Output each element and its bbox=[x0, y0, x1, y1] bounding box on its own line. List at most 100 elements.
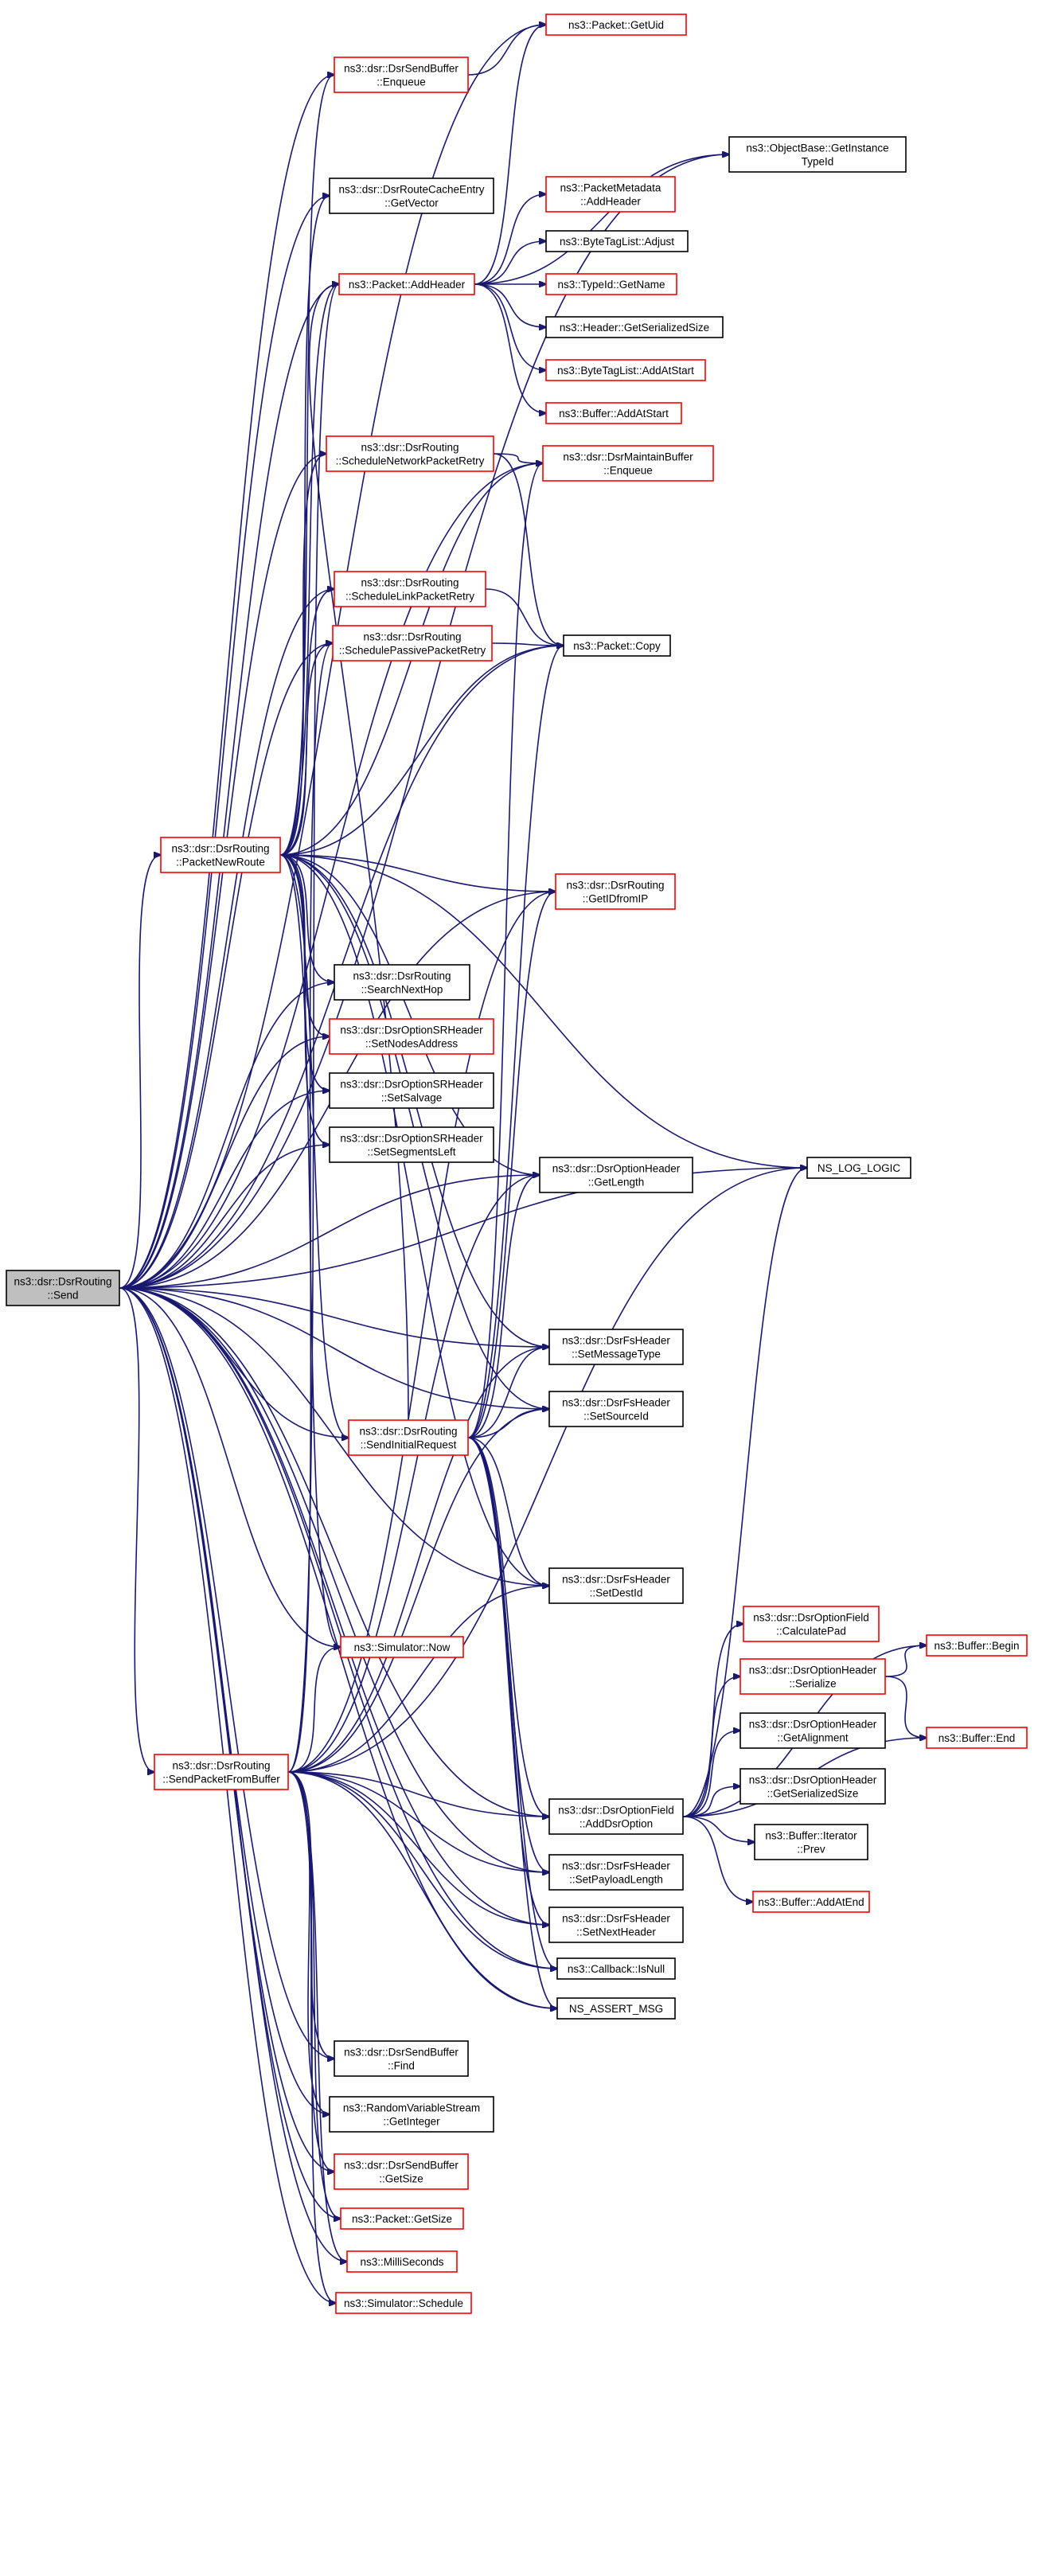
node-label: ns3::Buffer::Begin bbox=[934, 1640, 1019, 1652]
node-label: ns3::dsr::DsrRouteCacheEntry bbox=[338, 184, 484, 196]
node-sendFromBuf[interactable]: ns3::dsr::DsrRouting::SendPacketFromBuff… bbox=[154, 1754, 289, 1790]
node-bufAddAtStart[interactable]: ns3::Buffer::AddAtStart bbox=[545, 402, 682, 424]
node-simNow[interactable]: ns3::Simulator::Now bbox=[340, 1636, 464, 1658]
node-label: ns3::dsr::DsrOptionSRHeader bbox=[340, 1025, 483, 1036]
node-pktNewRoute[interactable]: ns3::dsr::DsrRouting::PacketNewRoute bbox=[160, 837, 281, 873]
edge-sendFromBuf-to-nsLogLogic bbox=[287, 1168, 807, 1773]
node-rvsGetInt[interactable]: ns3::RandomVariableStream::GetInteger bbox=[329, 2096, 494, 2133]
edge-line bbox=[682, 1731, 740, 1817]
node-nsAssertMsg[interactable]: NS_ASSERT_MSG bbox=[556, 1997, 676, 2020]
node-label: ::SetSegmentsLeft bbox=[367, 1146, 455, 1158]
edge-send-to-objGetInstance bbox=[119, 154, 729, 1289]
node-getIdFromIp[interactable]: ns3::dsr::DsrRouting::GetIDfromIP bbox=[555, 873, 676, 910]
edge-send-to-pktGetSize bbox=[119, 1287, 341, 2219]
node-pmAddHeader[interactable]: ns3::PacketMetadata::AddHeader bbox=[545, 176, 676, 213]
node-label: ::GetVector bbox=[384, 197, 439, 209]
edge-sendInitReq-to-pktCopy bbox=[467, 646, 564, 1438]
edge-send-to-ohGetLength bbox=[119, 1175, 540, 1289]
node-sendInitReq[interactable]: ns3::dsr::DsrRouting::SendInitialRequest bbox=[348, 1419, 469, 1456]
node-ohSerialize[interactable]: ns3::dsr::DsrOptionHeader::Serialize bbox=[739, 1658, 886, 1695]
node-getUid[interactable]: ns3::Packet::GetUid bbox=[545, 14, 687, 36]
node-box bbox=[545, 176, 676, 213]
edge-pktNewRoute-to-schedNetRetry bbox=[279, 454, 326, 856]
node-searchNextHop[interactable]: ns3::dsr::DsrRouting::SearchNextHop bbox=[334, 964, 470, 1001]
node-box bbox=[348, 1419, 469, 1456]
node-bufBegin[interactable]: ns3::Buffer::Begin bbox=[926, 1634, 1028, 1657]
node-btlAdjust[interactable]: ns3::ByteTagList::Adjust bbox=[545, 230, 689, 252]
edge-layer bbox=[119, 25, 927, 2303]
node-hdrGetSerSize[interactable]: ns3::Header::GetSerializedSize bbox=[545, 316, 724, 338]
node-fsSetPayload[interactable]: ns3::dsr::DsrFsHeader::SetPayloadLength bbox=[548, 1854, 684, 1891]
node-send[interactable]: ns3::dsr::DsrRouting::Send bbox=[6, 1270, 120, 1306]
node-ohGetLength[interactable]: ns3::dsr::DsrOptionHeader::GetLength bbox=[539, 1157, 693, 1193]
edge-send-to-srSetSalvage bbox=[119, 1091, 330, 1289]
node-btlAddAtStart[interactable]: ns3::ByteTagList::AddAtStart bbox=[545, 359, 706, 381]
node-bufIterPrev[interactable]: ns3::Buffer::Iterator::Prev bbox=[754, 1824, 868, 1860]
edge-schedNetRetry-to-pktCopy bbox=[493, 453, 564, 646]
node-srSetSalvage[interactable]: ns3::dsr::DsrOptionSRHeader::SetSalvage bbox=[329, 1072, 494, 1109]
node-box bbox=[548, 1798, 684, 1835]
edge-line bbox=[287, 1771, 557, 2008]
node-ofAddDsrOpt[interactable]: ns3::dsr::DsrOptionField::AddDsrOption bbox=[548, 1798, 684, 1835]
node-milliSec[interactable]: ns3::MilliSeconds bbox=[346, 2250, 458, 2273]
node-schedNetRetry[interactable]: ns3::dsr::DsrRouting::ScheduleNetworkPac… bbox=[326, 435, 494, 472]
node-label: ns3::dsr::DsrOptionHeader bbox=[749, 1665, 877, 1676]
edge-send-to-srSetSegLeft bbox=[119, 1145, 330, 1289]
node-pktCopy[interactable]: ns3::Packet::Copy bbox=[563, 634, 671, 657]
node-mbEnqueue[interactable]: ns3::dsr::DsrMaintainBuffer::Enqueue bbox=[542, 445, 714, 482]
node-label: ns3::dsr::DsrRouting bbox=[359, 1426, 457, 1438]
node-label: ns3::Buffer::End bbox=[938, 1732, 1016, 1744]
edge-send-to-fsSetDestId bbox=[119, 1287, 549, 1586]
node-schedPassRetry[interactable]: ns3::dsr::DsrRouting::SchedulePassivePac… bbox=[332, 625, 493, 662]
node-rceGetVector[interactable]: ns3::dsr::DsrRouteCacheEntry::GetVector bbox=[329, 178, 494, 214]
edge-schedNetRetry-to-mbEnqueue bbox=[493, 453, 543, 463]
edge-line bbox=[287, 1771, 557, 1969]
node-sbFind[interactable]: ns3::dsr::DsrSendBuffer::Find bbox=[334, 2040, 469, 2077]
node-ohGetSerSize[interactable]: ns3::dsr::DsrOptionHeader::GetSerialized… bbox=[739, 1768, 886, 1805]
node-box bbox=[739, 1712, 886, 1749]
node-fsSetNextHdr[interactable]: ns3::dsr::DsrFsHeader::SetNextHeader bbox=[548, 1907, 684, 1943]
edge-line bbox=[279, 646, 564, 856]
node-label: ::SetNodesAddress bbox=[365, 1038, 459, 1050]
edge-line bbox=[485, 588, 564, 646]
node-typeGetName[interactable]: ns3::TypeId::GetName bbox=[545, 273, 677, 295]
edge-ohSerialize-to-bufBegin bbox=[884, 1645, 927, 1677]
node-schedLinkRetry[interactable]: ns3::dsr::DsrRouting::ScheduleLinkPacket… bbox=[334, 571, 486, 607]
node-ohGetAlign[interactable]: ns3::dsr::DsrOptionHeader::GetAlignment bbox=[739, 1712, 886, 1749]
node-label: ns3::PacketMetadata bbox=[560, 182, 661, 194]
node-label: ns3::ByteTagList::AddAtStart bbox=[557, 365, 694, 377]
edge-send-to-sbFind bbox=[119, 1287, 334, 2059]
edge-send-to-fsSetPayload bbox=[119, 1287, 549, 1872]
node-fsSetSourceId[interactable]: ns3::dsr::DsrFsHeader::SetSourceId bbox=[548, 1391, 684, 1427]
node-ofCalcPad[interactable]: ns3::dsr::DsrOptionField::CalculatePad bbox=[743, 1606, 880, 1642]
node-nsLogLogic[interactable]: NS_LOG_LOGIC bbox=[806, 1157, 911, 1179]
node-srSetSegLeft[interactable]: ns3::dsr::DsrOptionSRHeader::SetSegments… bbox=[329, 1126, 494, 1163]
node-label: ns3::dsr::DsrFsHeader bbox=[562, 1397, 670, 1409]
node-label: ns3::dsr::DsrFsHeader bbox=[562, 1860, 670, 1872]
node-bufEnd[interactable]: ns3::Buffer::End bbox=[926, 1727, 1028, 1749]
edge-line bbox=[682, 1816, 753, 1902]
node-fsSetDestId[interactable]: ns3::dsr::DsrFsHeader::SetDestId bbox=[548, 1567, 684, 1604]
node-sbGetSize[interactable]: ns3::dsr::DsrSendBuffer::GetSize bbox=[334, 2153, 469, 2190]
node-box bbox=[556, 1957, 676, 1980]
edge-line bbox=[119, 1287, 154, 1772]
node-pktAddHeader[interactable]: ns3::Packet::AddHeader bbox=[338, 273, 475, 295]
node-cbIsNull[interactable]: ns3::Callback::IsNull bbox=[556, 1957, 676, 1980]
node-bufAddAtEnd[interactable]: ns3::Buffer::AddAtEnd bbox=[752, 1891, 870, 1913]
node-fsSetMsgType[interactable]: ns3::dsr::DsrFsHeader::SetMessageType bbox=[548, 1329, 684, 1365]
node-sbEnqueue[interactable]: ns3::dsr::DsrSendBuffer::Enqueue bbox=[334, 57, 469, 93]
node-label: ::SetMessageType bbox=[572, 1348, 661, 1360]
edge-line bbox=[119, 855, 161, 1289]
node-label: ns3::ObjectBase::GetInstance bbox=[746, 142, 888, 154]
node-srSetNodesAddr[interactable]: ns3::dsr::DsrOptionSRHeader::SetNodesAdd… bbox=[329, 1018, 494, 1055]
node-pktGetSize[interactable]: ns3::Packet::GetSize bbox=[340, 2207, 464, 2230]
node-box bbox=[563, 634, 671, 657]
edge-ofAddDsrOpt-to-ohGetAlign bbox=[682, 1731, 740, 1817]
edge-line bbox=[119, 1091, 330, 1289]
node-label: ::SetSalvage bbox=[381, 1092, 443, 1104]
node-label: ns3::dsr::DsrRouting bbox=[566, 880, 664, 892]
edge-sendFromBuf-to-cbIsNull bbox=[287, 1771, 557, 1969]
node-simSchedule[interactable]: ns3::Simulator::Schedule bbox=[335, 2292, 472, 2314]
edge-line bbox=[474, 241, 546, 285]
